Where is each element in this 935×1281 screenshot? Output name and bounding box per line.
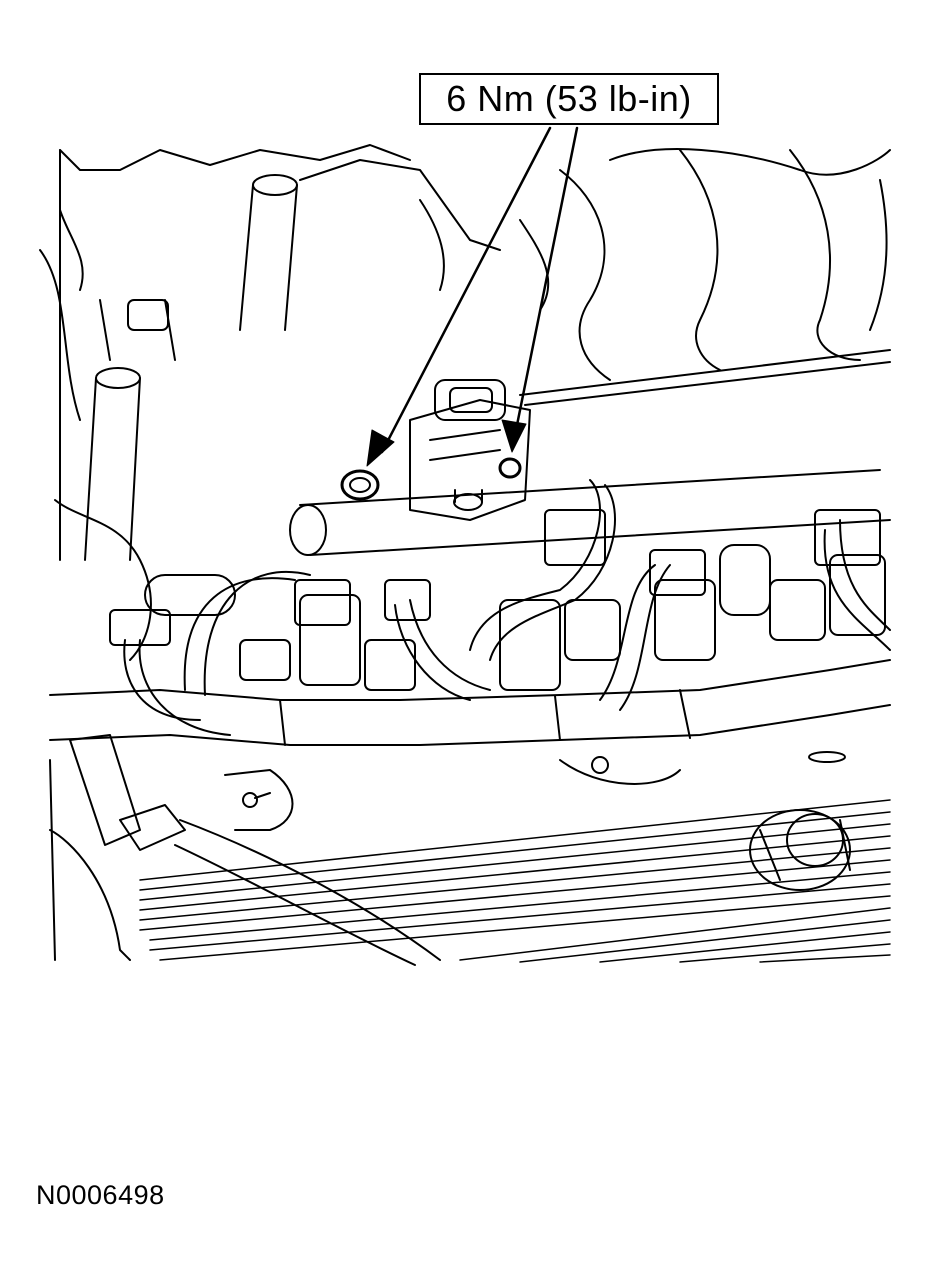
intake-manifold: [59, 144, 891, 381]
lower-left-body: [49, 759, 131, 961]
arrowhead-right: [501, 419, 527, 453]
sensor-bolt-right: [498, 457, 522, 479]
figure-number: N0006498: [36, 1180, 165, 1210]
fuel-pressure-sensor: [409, 379, 531, 521]
torque-spec-label: 6 Nm (53 lb-in): [446, 78, 692, 119]
sensor-bolt-left: [340, 469, 380, 501]
callout-arrows: [380, 126, 579, 454]
wiring-harness: [49, 659, 891, 763]
arrowhead-left: [366, 429, 395, 467]
coil-row: [144, 544, 886, 691]
fuel-rail: [289, 349, 891, 556]
torque-callout: 6 Nm (53 lb-in): [419, 73, 719, 125]
valve-cover-ribs: [139, 799, 891, 963]
left-bracket: [39, 149, 176, 661]
electrical-connectors: [109, 509, 881, 646]
pigtail-wires: [123, 479, 891, 736]
coolant-tube: [239, 174, 298, 331]
